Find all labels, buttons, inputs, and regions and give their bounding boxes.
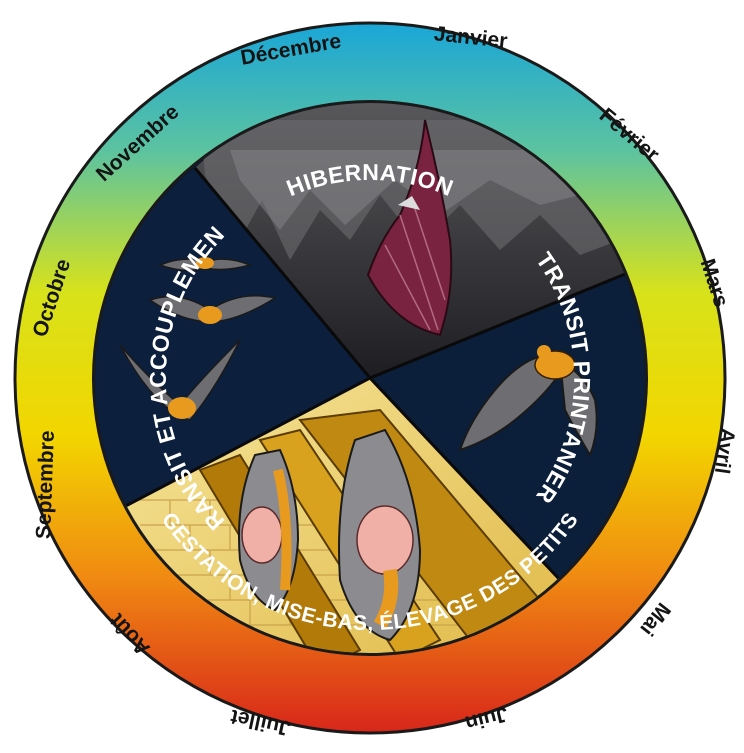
month-septembre: Septembre <box>32 430 59 539</box>
